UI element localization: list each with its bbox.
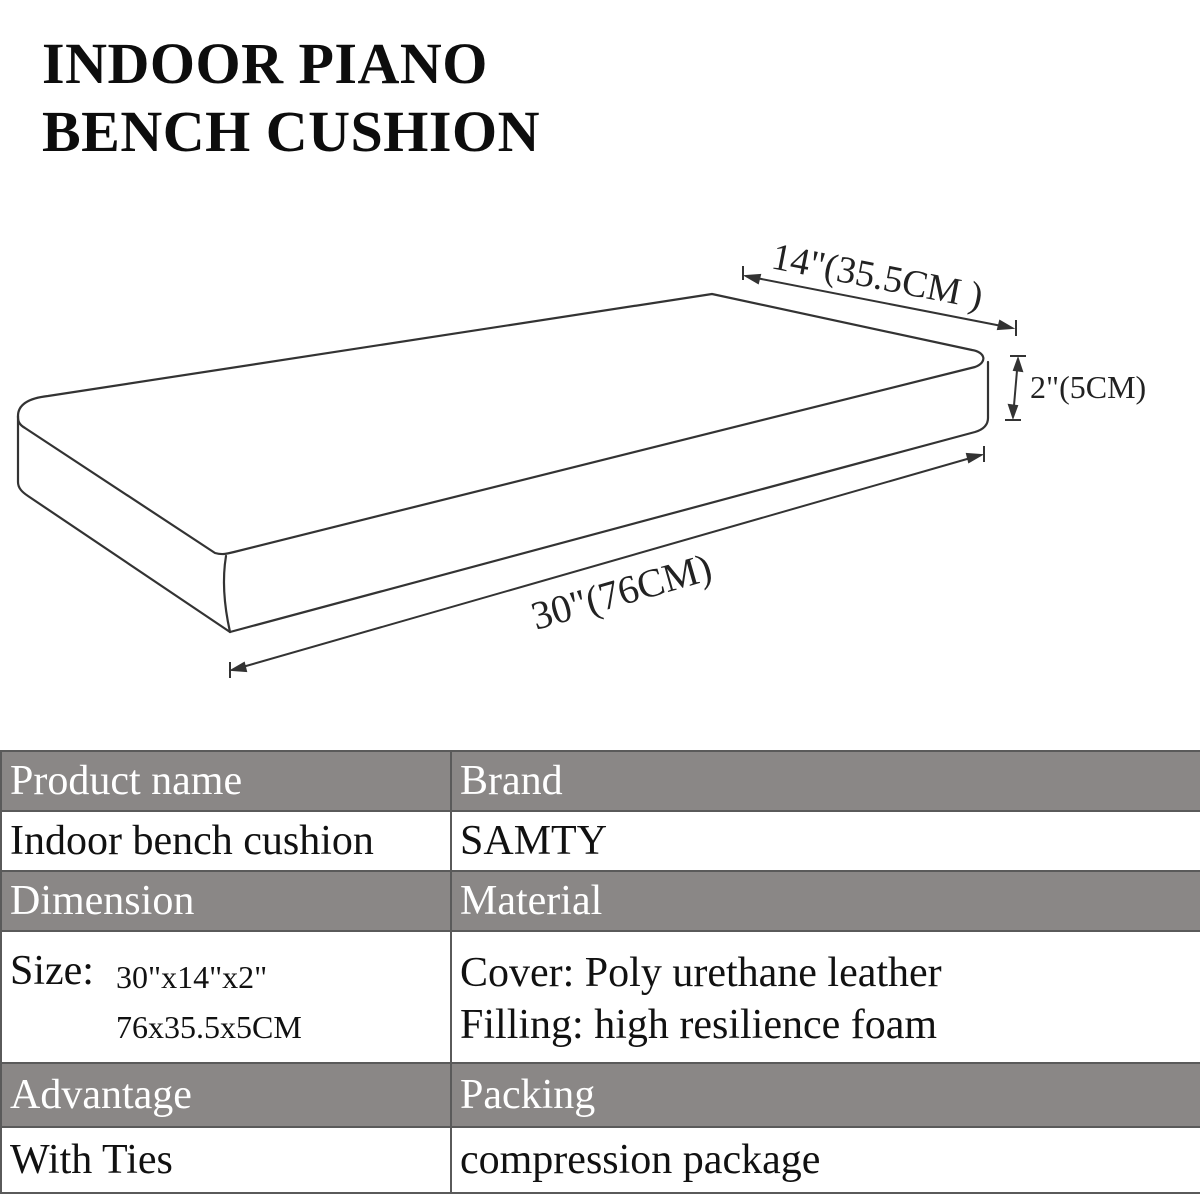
size-cm: 76x35.5x5CM — [116, 1009, 302, 1045]
advantage-value: With Ties — [0, 1126, 452, 1194]
material-header: Material — [450, 870, 1200, 932]
table-row: Dimension Material — [0, 870, 1200, 932]
cushion-left-side — [16, 414, 232, 634]
dimension-header: Dimension — [0, 870, 452, 932]
brand-header: Brand — [450, 750, 1200, 812]
material-cell: Cover: Poly urethane leather Filling: hi… — [450, 930, 1200, 1064]
product-name-header: Product name — [0, 750, 452, 812]
table-row: Size: 30"x14"x2" 76x35.5x5CM Cover: Poly… — [0, 930, 1200, 1064]
size-cell: Size: 30"x14"x2" 76x35.5x5CM — [0, 930, 452, 1064]
height-dimension — [1005, 355, 1026, 421]
cushion-drawing: 14"(35.5CM ) 2"(5CM) 30"(76CM) — [16, 236, 1146, 678]
title-line-1: INDOOR PIANO — [42, 31, 488, 96]
size-inches: 30"x14"x2" — [116, 959, 268, 995]
table-row: Product name Brand — [0, 750, 1200, 812]
width-dimension — [742, 266, 1017, 336]
table-row: With Ties compression package — [0, 1126, 1200, 1194]
brand-value: SAMTY — [450, 810, 1200, 872]
packing-header: Packing — [450, 1062, 1200, 1128]
page-title: INDOOR PIANO BENCH CUSHION — [42, 30, 540, 166]
title-line-2: BENCH CUSHION — [42, 99, 540, 164]
material-cover: Cover: Poly urethane leather — [460, 950, 942, 996]
advantage-header: Advantage — [0, 1062, 452, 1128]
packing-value: compression package — [450, 1126, 1200, 1194]
length-dimension — [228, 446, 985, 678]
product-name-value: Indoor bench cushion — [0, 810, 452, 872]
table-row: Indoor bench cushion SAMTY — [0, 810, 1200, 872]
material-filling: Filling: high resilience foam — [460, 1002, 938, 1048]
height-label: 2"(5CM) — [1030, 369, 1146, 405]
cushion-top-face — [16, 292, 985, 556]
table-row: Advantage Packing — [0, 1062, 1200, 1128]
cushion-front-corner — [222, 554, 232, 634]
width-label: 14"(35.5CM ) — [768, 236, 986, 318]
cushion-front-side — [228, 360, 990, 634]
size-label: Size: — [10, 948, 94, 994]
spec-table: Product name Brand Indoor bench cushion … — [0, 750, 1200, 1194]
